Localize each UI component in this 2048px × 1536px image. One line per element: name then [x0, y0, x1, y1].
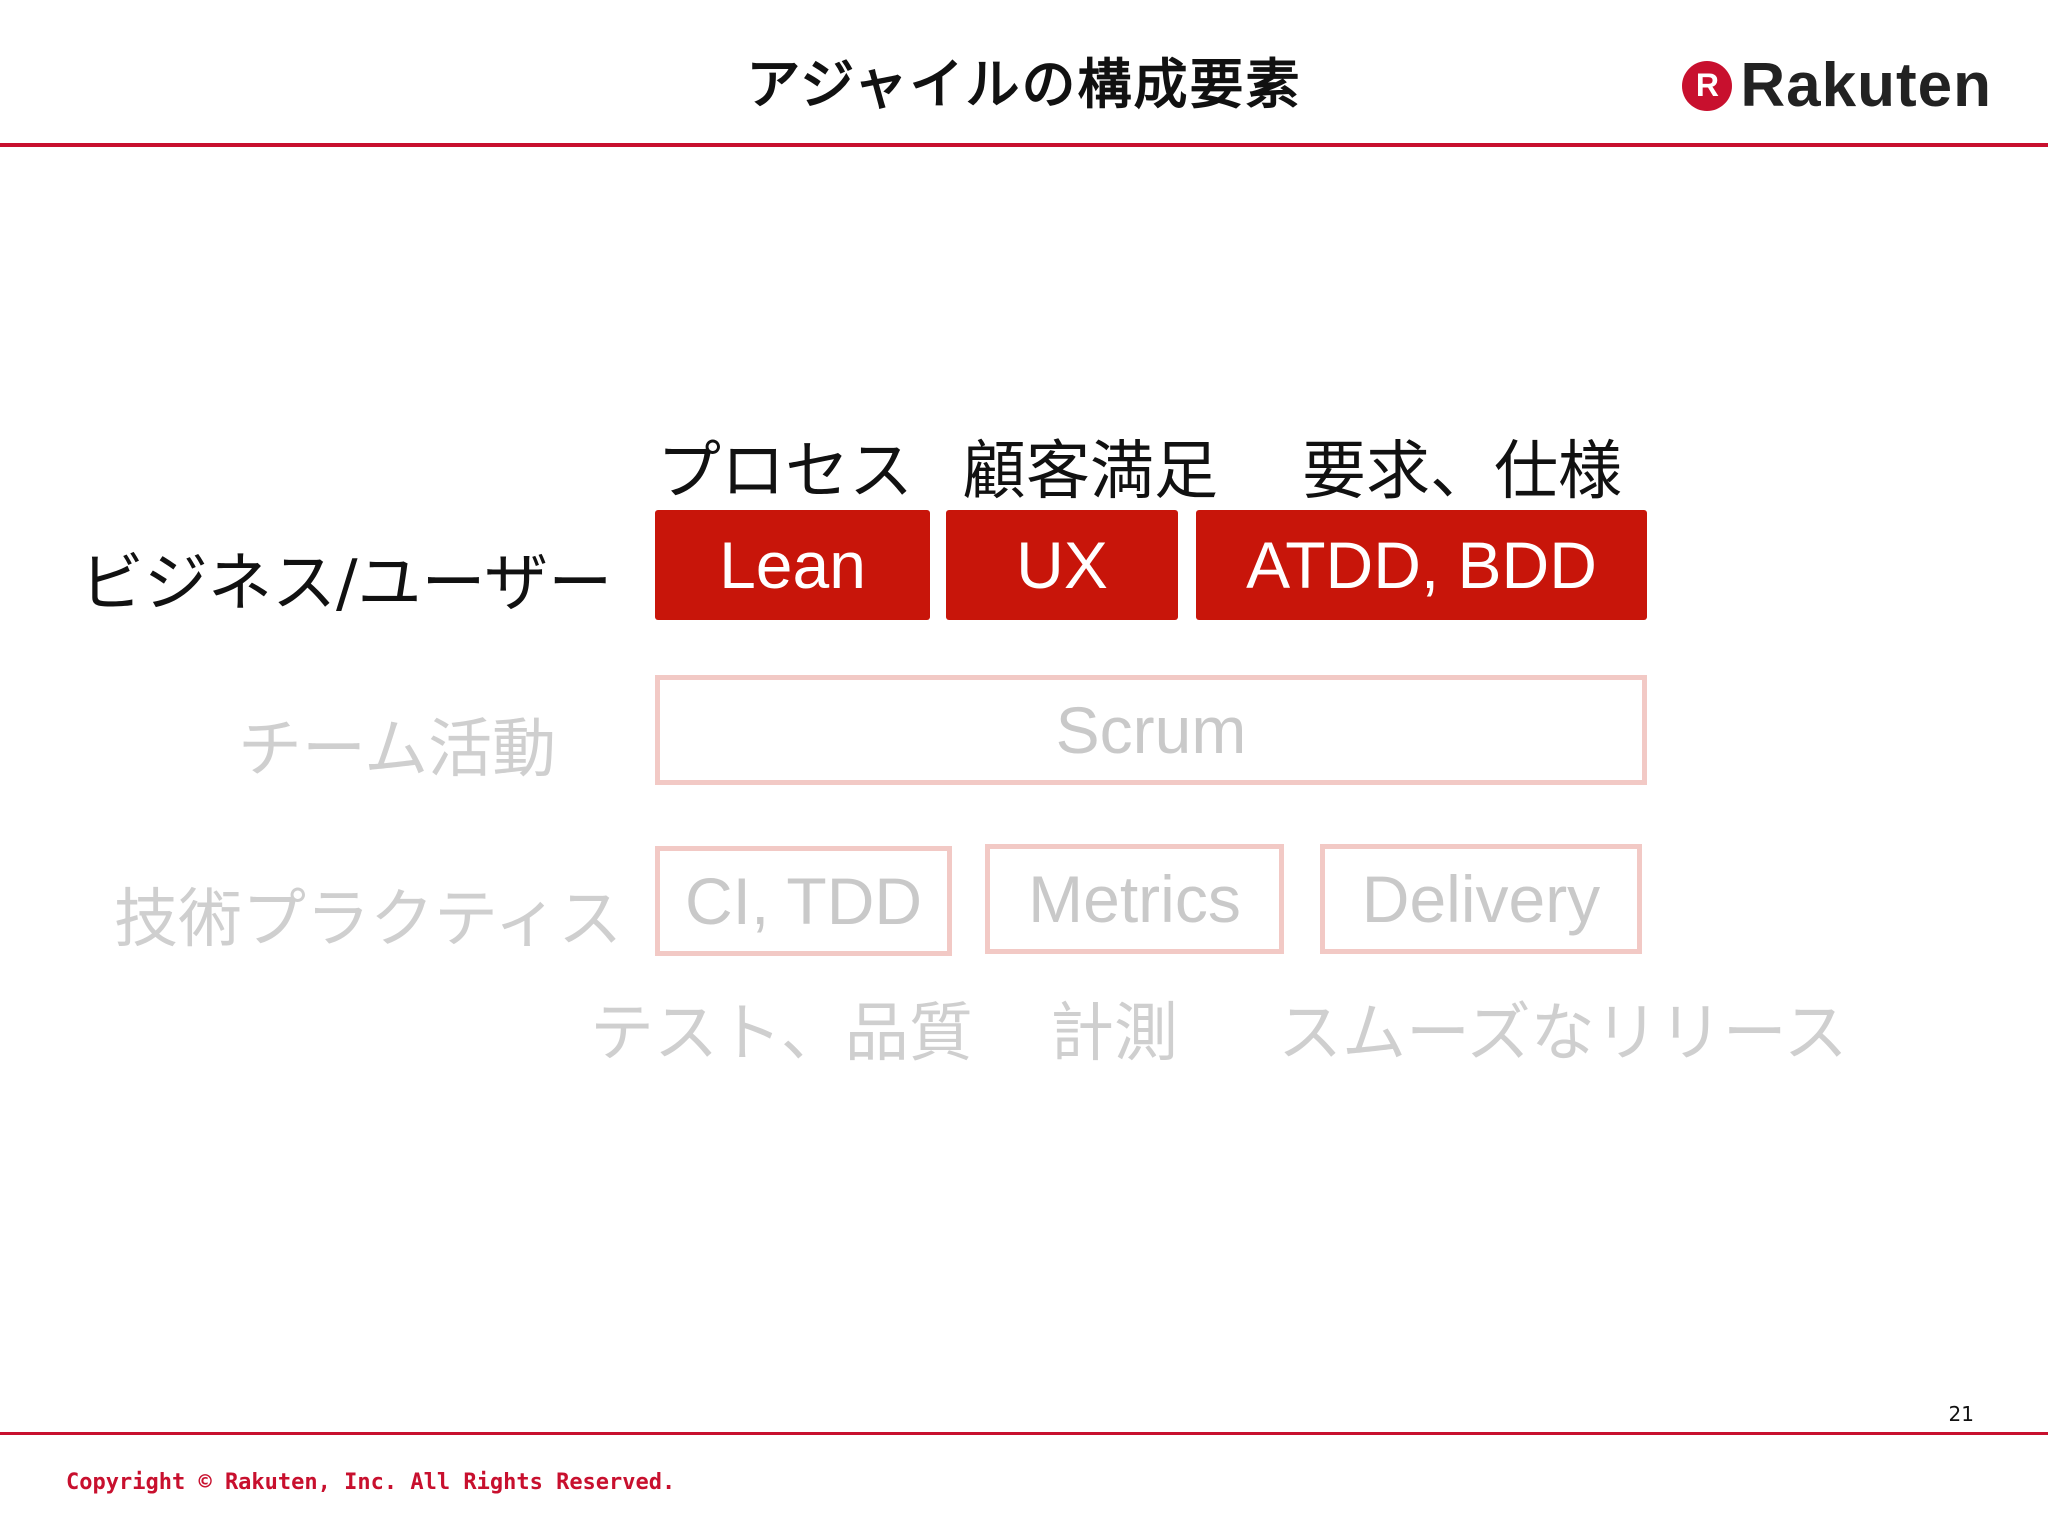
row-label-team-activities: チーム活動 [238, 713, 557, 787]
ci-tdd-box: CI, TDD [655, 846, 952, 956]
row-label-technical-practices: 技術プラクティス [114, 883, 623, 957]
row-label-business-user: ビジネス/ユーザー [80, 547, 613, 621]
caption-measurement: 計測 [1050, 997, 1178, 1071]
rakuten-logo: R Rakuten [1682, 50, 1992, 121]
ux-box: UX [946, 510, 1178, 620]
metrics-box: Metrics [985, 844, 1284, 954]
footer-divider [0, 1432, 2048, 1435]
rakuten-logo-icon: R [1682, 60, 1733, 111]
slide-title: アジャイルの構成要素 [746, 53, 1302, 116]
caption-test-quality: テスト、品質 [590, 997, 973, 1071]
atdd-bdd-box: ATDD, BDD [1196, 510, 1647, 620]
column-heading-customer-satisfaction: 顧客満足 [962, 435, 1218, 509]
copyright-text: Copyright © Rakuten, Inc. All Rights Res… [66, 1470, 676, 1495]
column-heading-requirements: 要求、仕様 [1302, 435, 1622, 509]
scrum-box: Scrum [655, 675, 1647, 785]
lean-box: Lean [655, 510, 930, 620]
caption-smooth-release: スムーズなリリース [1278, 997, 1848, 1071]
rakuten-logo-text: Rakuten [1740, 51, 1992, 120]
header-divider [0, 143, 2048, 147]
delivery-box: Delivery [1320, 844, 1642, 954]
page-number: 21 [1948, 1402, 1974, 1426]
column-heading-process: プロセス [657, 435, 913, 509]
